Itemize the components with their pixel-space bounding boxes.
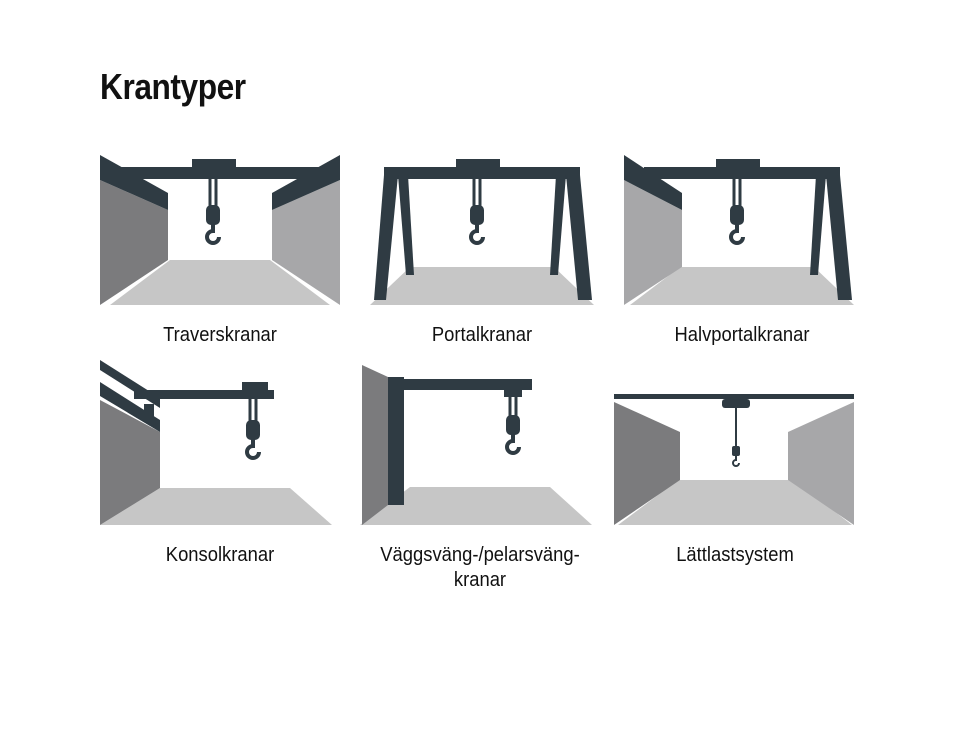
crane-label: Konsolkranar	[165, 544, 275, 566]
crane-label: Traverskranar	[163, 324, 277, 346]
page-title: Krantyper	[100, 66, 246, 107]
light-crane-system-icon	[614, 394, 854, 525]
crane-card-overhead: Traverskranar	[100, 155, 340, 355]
crane-card-jib: Väggsväng-/pelarsväng- kranar	[360, 365, 600, 605]
wall-console-crane-icon	[100, 360, 332, 525]
crane-label: Portalkranar	[431, 324, 533, 346]
crane-label: Lättlastsystem	[676, 544, 794, 566]
crane-card-gantry: Portalkranar	[364, 155, 600, 355]
semi-gantry-crane-icon	[624, 155, 854, 305]
crane-card-semi-gantry: Halvportalkranar	[624, 155, 860, 355]
crane-label: Halvportalkranar	[674, 324, 810, 346]
jib-crane-icon	[360, 365, 592, 525]
crane-card-light-system: Lättlastsystem	[614, 390, 856, 590]
crane-label: Väggsväng-/pelarsväng- kranar	[380, 544, 580, 591]
overhead-crane-icon	[100, 155, 340, 305]
crane-card-console: Konsolkranar	[100, 360, 340, 580]
gantry-crane-icon	[370, 159, 594, 305]
